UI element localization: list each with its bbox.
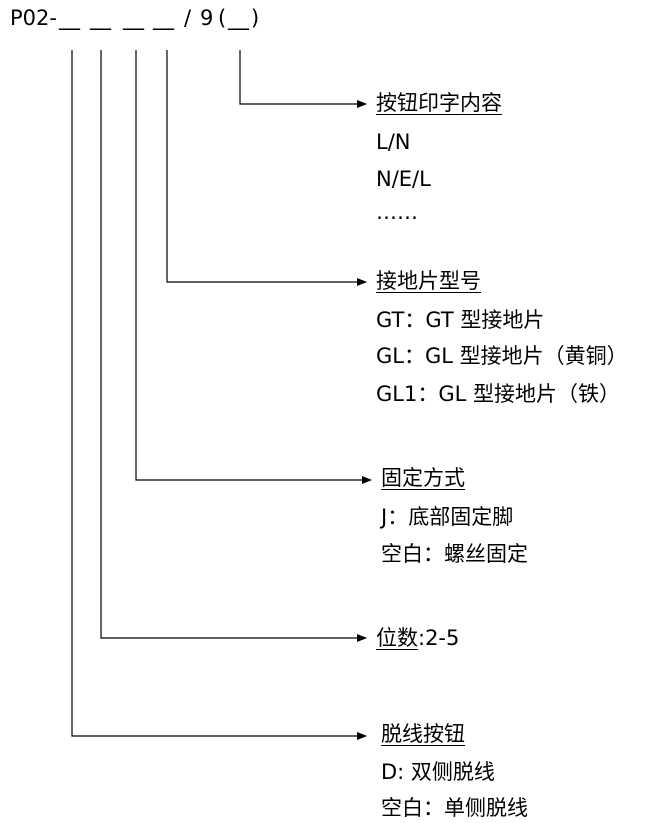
code-prefix: P02- bbox=[10, 6, 57, 30]
section-item: 空白：单侧脱线 bbox=[381, 796, 528, 820]
code-paren-close: ) bbox=[251, 6, 260, 30]
code-blank-4: __ bbox=[153, 6, 174, 30]
section-item: 空白：螺丝固定 bbox=[381, 542, 528, 566]
section-item: …… bbox=[376, 200, 418, 224]
section-item: L/N bbox=[376, 130, 411, 154]
code-blank-2: __ bbox=[90, 6, 111, 30]
connector-blank1-to-release bbox=[71, 50, 367, 740]
section-item: N/E/L bbox=[376, 167, 431, 191]
code-blank-1: __ bbox=[59, 6, 80, 30]
section-item: GL：GL 型接地片（黄铜） bbox=[376, 344, 628, 368]
connector-blank2-to-digits bbox=[100, 50, 367, 642]
code-paren-blank: __ bbox=[228, 6, 249, 30]
section-heading-ground-tab: 接地片型号 bbox=[376, 269, 481, 293]
code-slash: / bbox=[184, 6, 192, 30]
digits-range: :2-5 bbox=[418, 626, 460, 650]
section-heading-release-button: 脱线按钮 bbox=[381, 722, 465, 746]
section-item: J：底部固定脚 bbox=[381, 505, 514, 529]
section-item: GL1：GL 型接地片（铁） bbox=[376, 382, 620, 406]
code-blank-3: __ bbox=[123, 6, 144, 30]
section-item: GT：GT 型接地片 bbox=[376, 308, 545, 332]
connector-blank3-to-fixing bbox=[135, 50, 372, 484]
connector-paren-to-print bbox=[239, 50, 367, 108]
section-heading-digits: 位数:2-5 bbox=[376, 626, 460, 650]
section-heading-fixing-method: 固定方式 bbox=[381, 466, 465, 490]
code-paren-open: ( bbox=[218, 6, 227, 30]
section-item: D: 双侧脱线 bbox=[381, 760, 495, 784]
section-heading-print-content: 按钮印字内容 bbox=[376, 91, 502, 115]
connector-blank4-to-ground bbox=[166, 50, 367, 286]
code-nine: 9 bbox=[200, 6, 214, 30]
